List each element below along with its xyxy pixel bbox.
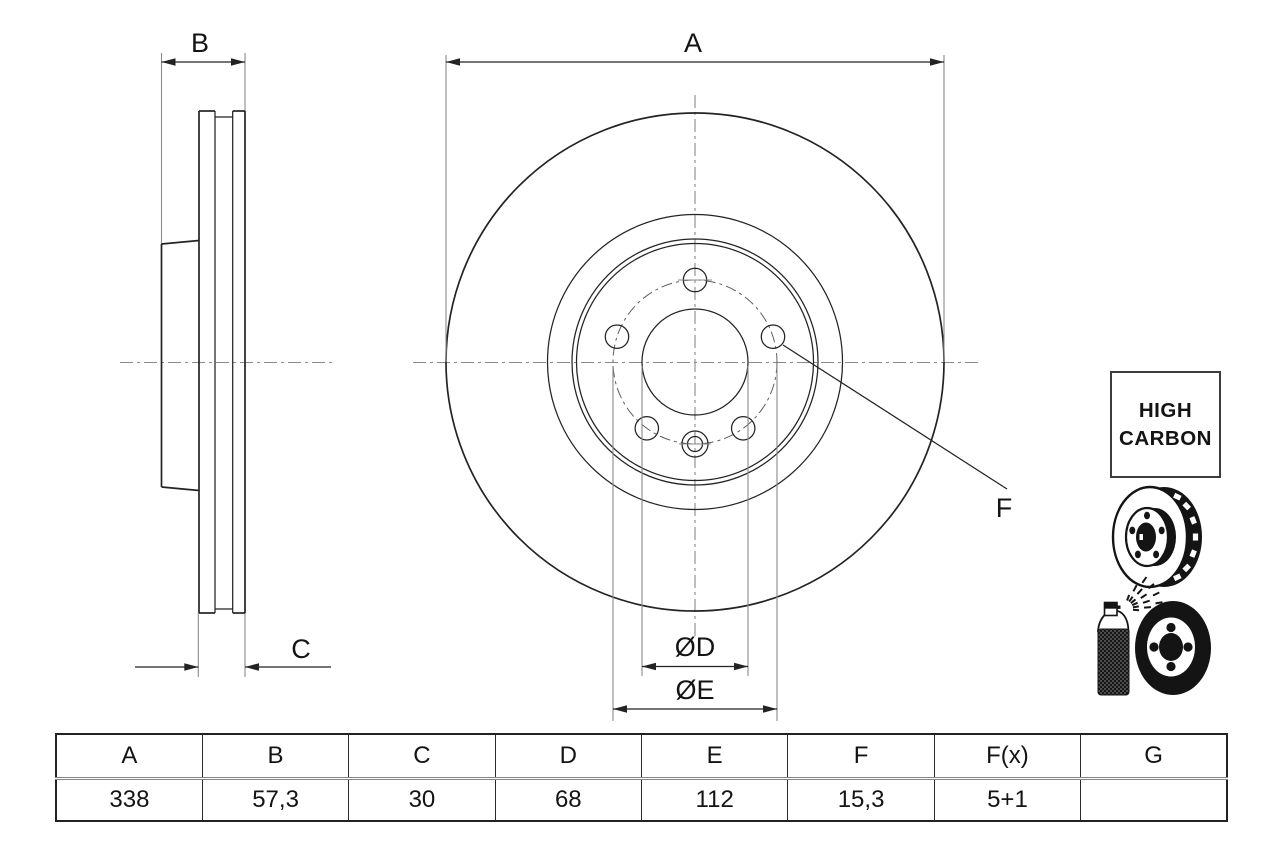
table-value-cell: 68 [494, 778, 643, 822]
table-header-cell: D [494, 733, 643, 780]
table-value-cell [1080, 778, 1228, 822]
drawing-svg: B C [120, 28, 1211, 721]
dim-e: ØE [612, 366, 778, 721]
table-value-cell: 5+1 [933, 778, 1082, 822]
table-value-cell: 57,3 [201, 778, 350, 822]
bolt-holes [604, 267, 786, 441]
hat-rim-circle-outer [571, 238, 819, 486]
table-value-cell: 30 [348, 778, 496, 822]
dim-e-label: ØE [675, 675, 714, 705]
vented-brake-disc-icon [1111, 485, 1202, 589]
dim-b-label: B [191, 28, 209, 58]
center-bore-circle [641, 308, 749, 416]
bolt-circle [612, 279, 778, 445]
friction-inner-circle [546, 213, 844, 511]
side-view: B C [120, 28, 336, 677]
table-value-cell: 112 [640, 778, 789, 822]
table-header-row: A B C D E F F(x) G [55, 733, 1228, 780]
table-header-cell: C [348, 733, 496, 780]
table-header-cell: A [55, 733, 203, 780]
table-header-cell: G [1080, 733, 1228, 780]
dim-c-label: C [291, 634, 311, 664]
dim-c: C [135, 634, 331, 671]
dim-f: F [782, 344, 1013, 523]
table-value-cell: 338 [55, 778, 203, 822]
disc-section-outline [160, 110, 246, 614]
table-header-cell: B [201, 733, 350, 780]
table-header-cell: F(x) [933, 733, 1082, 780]
spray-can [1097, 601, 1130, 696]
table-header-cell: F [787, 733, 935, 780]
vent-slots [1173, 492, 1199, 582]
spray-coating-disc-icon [1097, 576, 1211, 696]
high-carbon-line2: CARBON [1119, 426, 1212, 450]
coated-disc [1135, 601, 1211, 695]
table-value-row: 338 57,3 30 68 112 15,3 5+1 [55, 778, 1228, 822]
dim-d: ØD [641, 366, 749, 676]
front-view: A ØD ØE F [413, 28, 1012, 721]
dim-f-label: F [996, 493, 1013, 523]
high-carbon-line1: HIGH [1138, 398, 1193, 422]
dim-a: A [445, 28, 945, 362]
dim-b: B [161, 28, 245, 66]
dim-a-label: A [684, 28, 702, 58]
locating-hole [679, 430, 711, 458]
table-header-cell: E [640, 733, 789, 780]
table-value-cell: 15,3 [787, 778, 935, 822]
dim-d-label: ØD [675, 632, 716, 662]
high-carbon-badge: HIGH CARBON [1110, 371, 1221, 478]
hat-rim-circle-inner [575, 242, 815, 482]
dimension-table: A B C D E F F(x) G 338 57,3 30 68 112 15… [55, 733, 1228, 822]
spray-mist [1126, 576, 1163, 612]
icon-bolt-holes [1129, 511, 1165, 559]
